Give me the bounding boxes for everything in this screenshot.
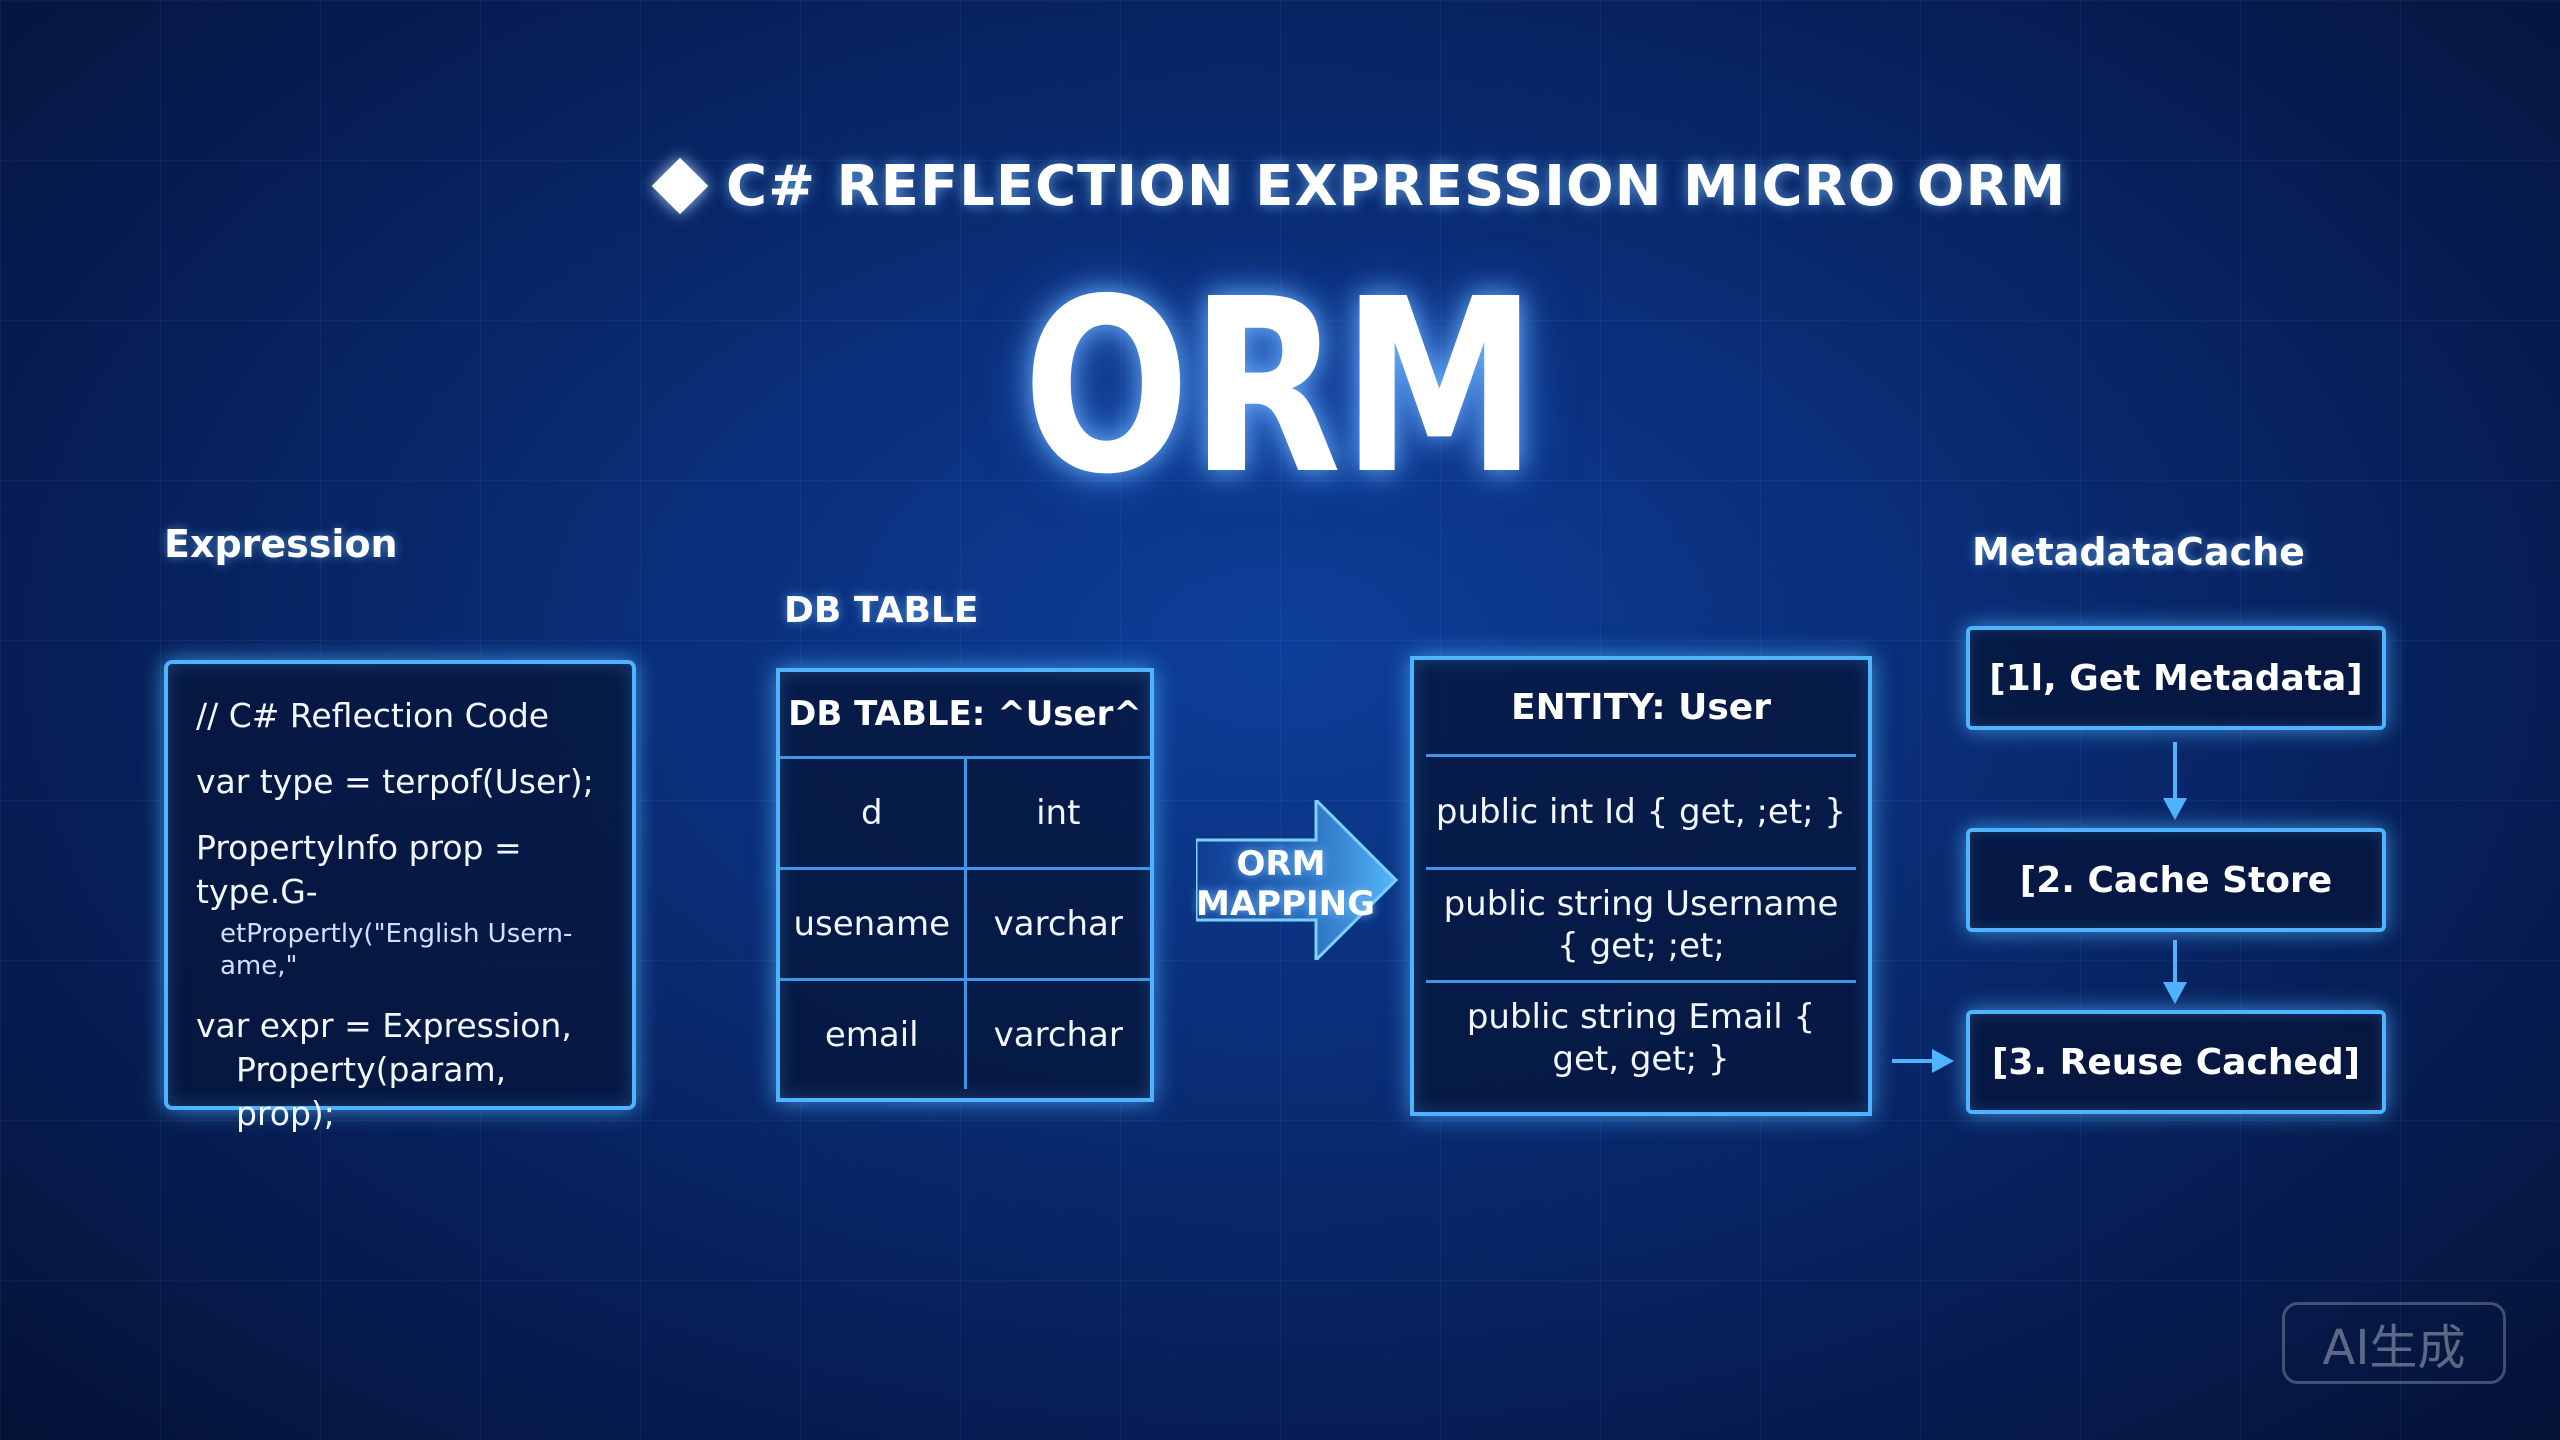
cache-step-reuse-cached: [3. Reuse Cached]	[1966, 1010, 2386, 1114]
table-row: d int	[780, 759, 1150, 870]
expression-label: Expression	[164, 522, 398, 566]
subtitle-text: C# REFLECTION EXPRESSION MICRO ORM	[726, 153, 2067, 219]
main-title: ORM	[1022, 247, 1538, 527]
column-type: varchar	[963, 870, 1151, 978]
code-line: Property(param, prop);	[236, 1050, 507, 1133]
column-name: email	[824, 1015, 919, 1055]
entity-property: public int Id { get, ;et; }	[1426, 757, 1856, 870]
arrow-right-icon	[1892, 1049, 1954, 1073]
column-name: usename	[793, 904, 951, 944]
code-line: var expr = Expression,	[196, 1006, 572, 1045]
metadata-cache-label: MetadataCache	[1972, 530, 2305, 574]
code-line: var type = terpof(User);	[196, 762, 594, 801]
code-line: PropertyInfo prop = type.G-	[196, 828, 522, 911]
entity-property: public string Username { get; ;et;	[1426, 870, 1856, 983]
diamond-icon	[651, 157, 709, 215]
table-row: email varchar	[780, 981, 1150, 1089]
mapping-line-2: MAPPING	[1196, 884, 1375, 924]
mapping-line-1: ORM	[1236, 844, 1326, 884]
cache-step-get-metadata: [1l, Get Metadata]	[1966, 626, 2386, 730]
table-row: usename varchar	[780, 870, 1150, 981]
db-table-header: DB TABLE: ^User^	[780, 672, 1150, 759]
column-name: d	[860, 793, 883, 833]
arrow-down-icon	[2163, 940, 2187, 1004]
column-type: varchar	[963, 981, 1151, 1089]
mapping-text: ORM MAPPING	[1196, 844, 1375, 924]
arrow-right-icon	[1196, 800, 1399, 960]
code-line: // C# Reflection Code	[196, 696, 550, 735]
entity-property: public string Email { get, get; }	[1466, 997, 1816, 1079]
subtitle: C# REFLECTION EXPRESSION MICRO ORM	[651, 150, 2067, 222]
db-table-label: DB TABLE	[784, 590, 979, 631]
column-type: int	[963, 759, 1151, 867]
orm-mapping-arrow: ORM MAPPING	[1196, 800, 1406, 960]
code-line: etPropertly("English Usern-ame,"	[220, 919, 573, 981]
ai-watermark: AI生成	[2282, 1302, 2506, 1384]
db-table-panel: DB TABLE: ^User^ d int usename varchar e…	[776, 668, 1154, 1102]
arrow-down-icon	[2163, 742, 2187, 820]
entity-panel: ENTITY: User public int Id { get, ;et; }…	[1410, 656, 1872, 1116]
cache-step-cache-store: [2. Cache Store	[1966, 828, 2386, 932]
expression-code-panel: // C# Reflection Code var type = terpof(…	[164, 660, 636, 1133]
entity-header: ENTITY: User	[1426, 660, 1856, 757]
